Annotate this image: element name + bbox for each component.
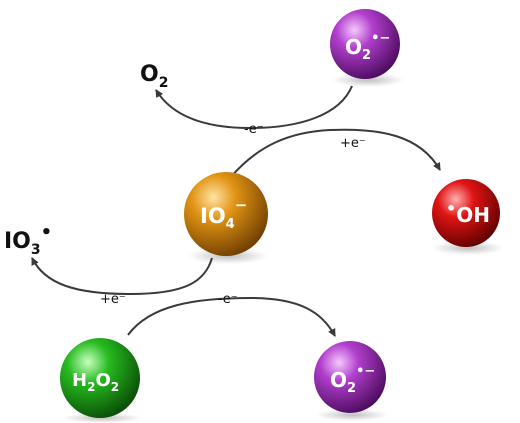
curve-periodate-to-top <box>229 128 441 179</box>
svg-text:O2•−: O2•− <box>330 364 375 396</box>
sphere-periodate: IO4− <box>184 172 268 264</box>
arrow-top-to-o2 <box>155 85 353 130</box>
sphere-superoxide-bottom: O2•− <box>314 341 388 421</box>
sphere-superoxide-top: O2•− <box>330 9 404 87</box>
label-bottom-minus-e: -e⁻ <box>218 292 238 307</box>
svg-text:O2•−: O2•− <box>345 31 390 63</box>
sphere-hydrogen-peroxide: H2O2 <box>60 338 142 423</box>
arrow-periodate-to-iodate <box>31 257 213 296</box>
arrows <box>31 85 441 337</box>
svg-text:•OH: •OH <box>446 199 490 227</box>
curve-h2o2-to-bottom <box>127 296 336 337</box>
product-oxygen: O2 <box>140 62 168 91</box>
sphere-hydroxyl-radical: •OH <box>432 179 504 255</box>
product-iodate-radical: IO3• <box>4 222 52 258</box>
label-bottom-plus-e: +e⁻ <box>100 292 126 307</box>
svg-text:H2O2: H2O2 <box>72 370 119 394</box>
svg-text:IO4−: IO4− <box>200 196 247 232</box>
label-top-minus-e: -e⁻ <box>244 122 264 137</box>
label-top-plus-e: +e⁻ <box>340 136 366 151</box>
